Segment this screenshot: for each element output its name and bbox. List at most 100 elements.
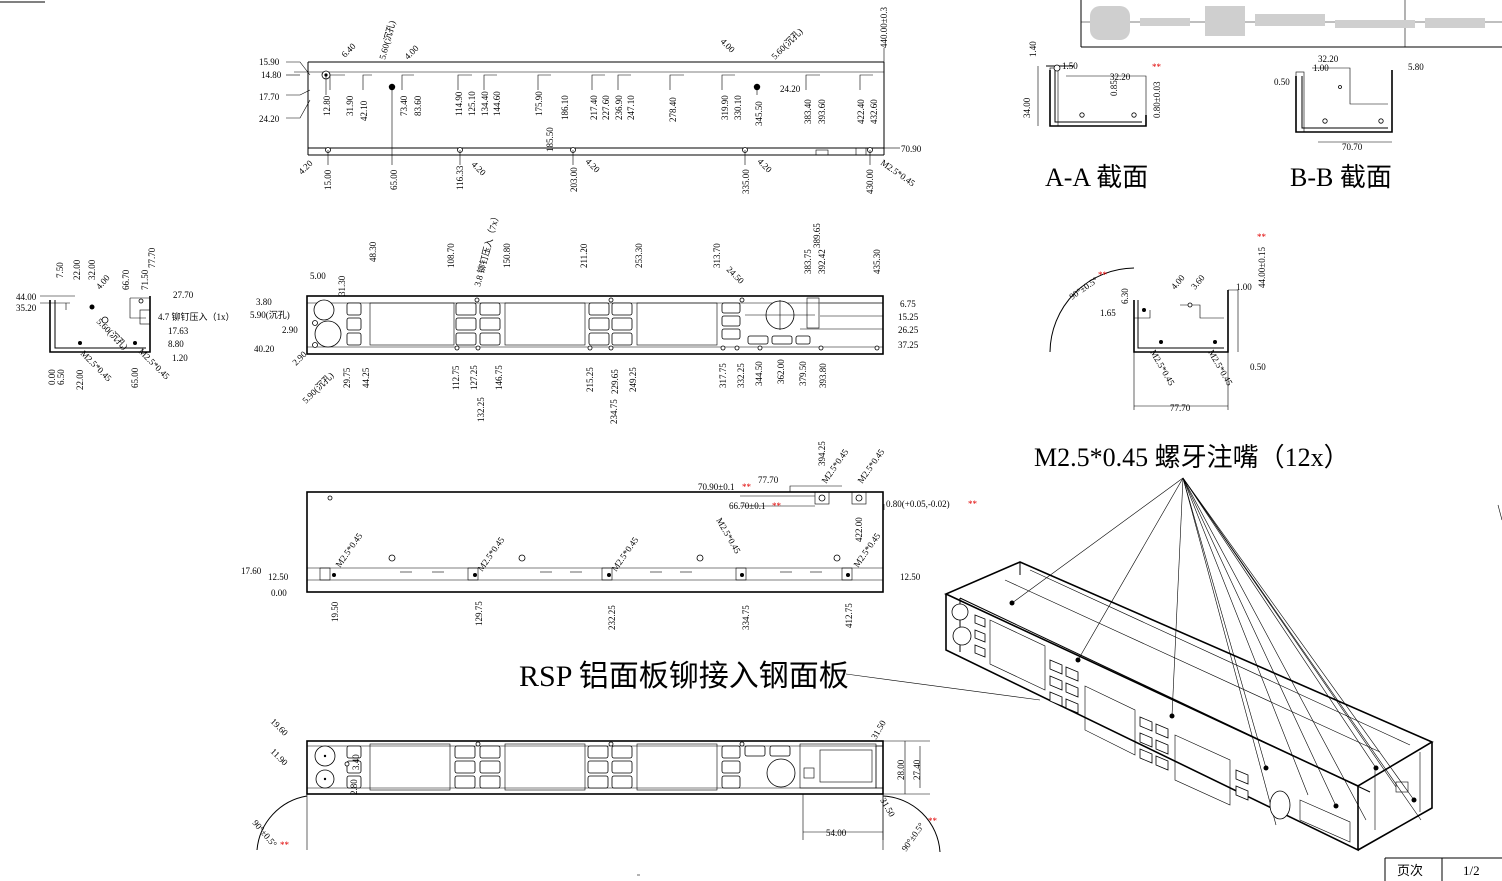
dim-label: 211.20 <box>579 243 589 268</box>
dim-label: 430.00 <box>865 169 875 194</box>
dim-label: 12.50 <box>900 572 921 582</box>
dim-label: 422.40 <box>856 99 866 124</box>
dim-label: 185.50 <box>545 127 555 152</box>
dim-label: 6.50 <box>56 369 66 385</box>
note-label: 2.90 <box>290 349 309 368</box>
angle-note: 90°±0.5° <box>250 818 279 850</box>
dim-label: 7.50 <box>55 262 65 278</box>
dim-label: 116.33 <box>455 165 465 190</box>
dim-label: 203.00 <box>569 167 579 192</box>
dim-label: 42.10 <box>359 100 369 121</box>
page-label: 页次 <box>1397 863 1423 878</box>
dim-label: 29.75 <box>342 367 352 388</box>
dim-label: 234.75 <box>609 399 619 424</box>
dim-label: 0.00 <box>47 369 57 385</box>
dim-label: 362.00 <box>776 359 786 384</box>
dim-label: 1.20 <box>172 353 188 363</box>
dim-label: 435.30 <box>872 249 882 274</box>
dim-label: 17.70 <box>259 92 280 102</box>
dim-label: 332.25 <box>736 363 746 388</box>
dim-label: 227.60 <box>601 95 611 120</box>
angle-note: 90°±0.5° <box>899 821 926 854</box>
dim-label: 0.85 <box>1109 80 1119 96</box>
symbol-note: 5.60(沉孔) <box>769 26 804 61</box>
section-right: 44.00±0.15 6.30 1.65 4.00 3.60 1.00 0.50… <box>1049 232 1267 413</box>
dim-label: 11.90 <box>269 746 291 768</box>
symbol-note: 4.20 <box>470 159 489 178</box>
dim-label: 71.50 <box>140 269 150 290</box>
dim-label: 253.30 <box>634 243 644 268</box>
thread-note: M2.5*0.45 <box>609 535 640 574</box>
dim-label: 22.00 <box>72 259 82 280</box>
dim-label: 247.10 <box>626 95 636 120</box>
dim-label: 335.00 <box>741 169 751 194</box>
symbol-note: 4.00 <box>402 43 421 62</box>
note-label: 24.50 <box>725 264 747 286</box>
dim-label: 44.25 <box>361 367 371 388</box>
symbol-note: 5.60(沉孔) <box>377 20 397 61</box>
dim-label: 1.40 <box>1028 41 1038 57</box>
dim-label: 422.00 <box>854 517 864 542</box>
dim-label: 12.80 <box>322 95 332 116</box>
rsp-callout-label: RSP 铝面板铆接入钢面板 <box>519 660 849 693</box>
dim-label: 40.20 <box>254 344 275 354</box>
note-label: 31.30 <box>337 275 347 296</box>
dim-label: 34.00 <box>1022 97 1032 118</box>
dim-label: 319.90 <box>720 95 730 120</box>
dim-label: 66.70±0.1 <box>729 501 765 511</box>
side-view-left: 7.50 22.00 32.00 66.70 71.50 77.70 0.00 … <box>16 247 235 390</box>
dim-label: 5.00 <box>310 271 326 281</box>
section-aa: 1.40 1.50 34.00 32.20 0.85 0.80±0.03 ** … <box>1022 41 1162 192</box>
dim-label: 150.80 <box>502 243 512 268</box>
red-mark: ** <box>772 501 782 511</box>
note-label: 4.7 铆钉压入（1x） <box>158 311 235 322</box>
symbol-note: 4.00 <box>719 36 738 55</box>
dim-label: 1.00 <box>1313 63 1329 73</box>
dim-label: 66.70 <box>121 269 131 290</box>
dim-label: 345.50 <box>754 101 764 126</box>
dim-label: 77.70 <box>1170 403 1191 413</box>
dim-label: 44.00±0.15 <box>1257 247 1267 288</box>
dim-label: 129.75 <box>474 601 484 626</box>
dim-label: 15.90 <box>259 57 280 67</box>
symbol-note: 4.20 <box>296 158 315 177</box>
dim-label: 186.10 <box>560 95 570 120</box>
dim-label: 27.40 <box>912 759 922 780</box>
dim-label: 19.60 <box>269 716 291 738</box>
dim-label: 0.80(+0.05,-0.02) <box>886 499 950 509</box>
dim-label: 31.90 <box>345 95 355 116</box>
dim-label: 217.40 <box>589 95 599 120</box>
dim-label: 394.25 <box>817 441 827 466</box>
title-block <box>1080 0 1502 48</box>
dim-label: 313.70 <box>712 243 722 268</box>
dim-label: 77.70 <box>147 247 157 268</box>
dim-label: 114.90 <box>454 91 464 116</box>
dim-label: 146.75 <box>494 365 504 390</box>
thread-note: M2.5*0.45 <box>714 516 743 556</box>
isometric-view <box>944 561 1434 852</box>
dim-label: 26.25 <box>898 325 919 335</box>
dim-label: M2.5*0.45 <box>879 157 918 188</box>
dim-label: 112.75 <box>451 365 461 390</box>
dim-label: 70.90 <box>901 144 922 154</box>
dim-label: 412.75 <box>844 603 854 628</box>
dim-label: 44.00 <box>16 292 37 302</box>
dim-label: 15.25 <box>898 312 919 322</box>
symbol-note: 6.40 <box>339 41 358 60</box>
note-label: 3.8 铆钉压入（7x） <box>471 211 501 288</box>
thread-note: M2.5*0.45 <box>333 531 364 570</box>
dim-label: 31.50 <box>869 718 888 741</box>
dim-label: 2.80 <box>349 779 359 795</box>
dim-label: 125.10 <box>467 91 477 116</box>
dim-label: 0.50 <box>1250 362 1266 372</box>
dim-label: 5.80 <box>1408 62 1424 72</box>
dim-label: 77.70 <box>758 475 779 485</box>
note-label: 90°±0.5° <box>1067 275 1100 302</box>
dim-label: 54.00 <box>826 828 847 838</box>
dim-label: 65.00 <box>130 367 140 388</box>
lower-front-view: 19.60 11.90 3.40 2.80 31.50 28.00 27.40 … <box>250 716 941 876</box>
symbol-note: 4.20 <box>756 156 775 175</box>
dim-label: 175.90 <box>534 91 544 116</box>
top-view: 15.90 14.80 17.70 24.20 12.80 31.90 42.1… <box>259 7 922 194</box>
